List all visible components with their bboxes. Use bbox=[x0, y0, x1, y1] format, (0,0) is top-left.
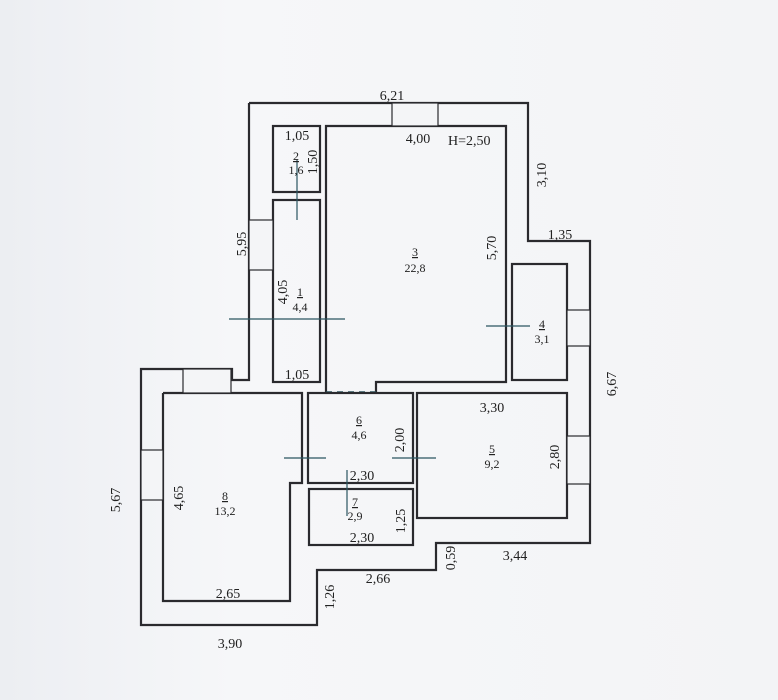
ceiling-height: H=2,50 bbox=[448, 134, 491, 149]
window-room4 bbox=[566, 309, 591, 347]
outer-wall bbox=[139, 101, 592, 627]
room-2-area: 1,6 bbox=[289, 163, 304, 177]
dim-left-outer-upper: 5,95 bbox=[235, 232, 250, 257]
dim-room7-width: 2,30 bbox=[350, 531, 375, 546]
dim-room2-height: 1,50 bbox=[306, 150, 321, 175]
room-3-area: 22,8 bbox=[405, 261, 426, 275]
room-3-outline bbox=[324, 124, 508, 392]
room-1-number: 1 bbox=[297, 285, 303, 299]
window-room8-left bbox=[140, 449, 164, 501]
dim-top-outer: 6,21 bbox=[380, 89, 405, 104]
dim-left-outer-lower: 5,67 bbox=[109, 488, 124, 513]
dim-bottom-right: 3,44 bbox=[503, 549, 528, 564]
dim-right-upper: 3,10 bbox=[535, 163, 550, 188]
room-5-number: 5 bbox=[489, 442, 495, 456]
dim-room3-top: 4,00 bbox=[406, 132, 431, 147]
room-6-number: 6 bbox=[356, 413, 362, 427]
dim-room8-height: 4,65 bbox=[172, 486, 187, 511]
dim-room3-right: 5,70 bbox=[485, 236, 500, 261]
dim-room1-width: 1,05 bbox=[285, 368, 310, 383]
room-7-area: 2,9 bbox=[348, 509, 363, 523]
window-left-upper bbox=[248, 219, 274, 271]
room-5-area: 9,2 bbox=[485, 457, 500, 471]
dim-room5-height: 2,80 bbox=[548, 445, 563, 470]
room-8-outline bbox=[161, 391, 304, 603]
room-4-area: 3,1 bbox=[535, 332, 550, 346]
dim-room1-height: 4,05 bbox=[276, 280, 291, 305]
dim-step-right: 1,35 bbox=[548, 228, 573, 243]
dim-room8-width: 2,65 bbox=[216, 587, 241, 602]
dim-room2-width: 1,05 bbox=[285, 129, 310, 144]
room-8-number: 8 bbox=[222, 489, 228, 503]
dim-room7-height: 1,25 bbox=[394, 509, 409, 534]
room-3-number: 3 bbox=[412, 245, 418, 259]
room-4-number: 4 bbox=[539, 317, 545, 331]
dim-room6-width: 2,30 bbox=[350, 469, 375, 484]
room-7-outline bbox=[307, 487, 415, 547]
room-8-area: 13,2 bbox=[215, 504, 236, 518]
dim-room5-width: 3,30 bbox=[480, 401, 505, 416]
dim-step-lower: 1,26 bbox=[323, 585, 338, 610]
dim-bottom-middle: 2,66 bbox=[366, 572, 391, 587]
dim-bottom-left: 3,90 bbox=[218, 637, 243, 652]
room-7-number: 7 bbox=[352, 495, 358, 509]
dim-step-small: 0,59 bbox=[444, 546, 459, 571]
dim-right-outer: 6,67 bbox=[605, 372, 620, 397]
window-room8-top bbox=[182, 368, 232, 394]
room-1-area: 4,4 bbox=[293, 300, 308, 314]
window-room5 bbox=[566, 435, 591, 485]
room-6-area: 4,6 bbox=[352, 428, 367, 442]
room-6-outline bbox=[306, 391, 415, 485]
dim-room6-height: 2,00 bbox=[393, 428, 408, 453]
window-top bbox=[391, 102, 439, 127]
room-2-number: 2 bbox=[293, 149, 299, 163]
